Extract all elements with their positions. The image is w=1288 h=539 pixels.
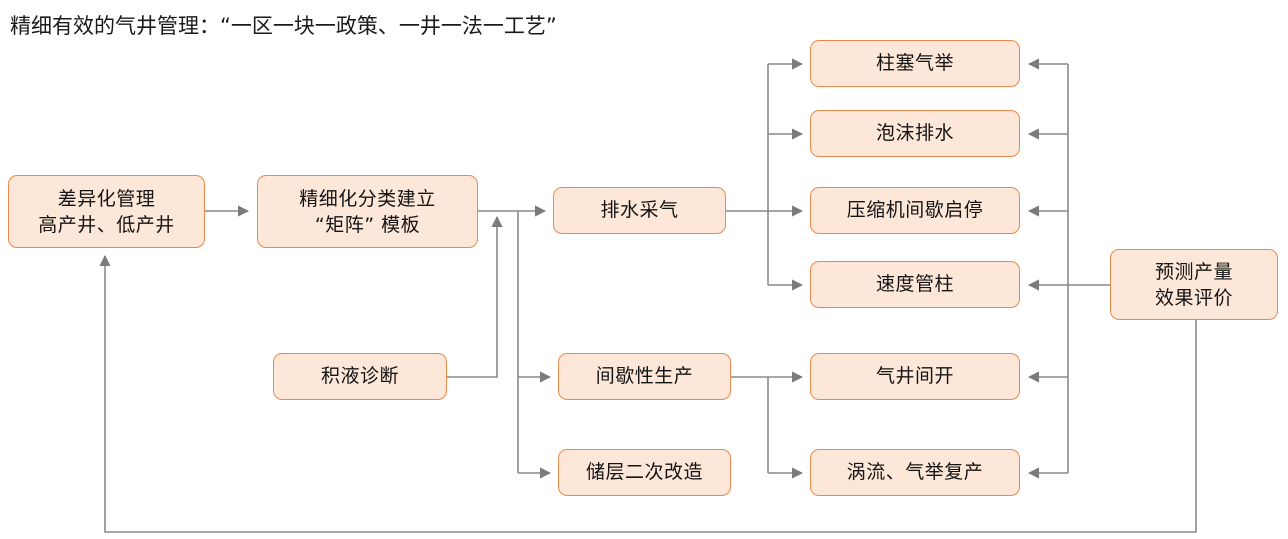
node-gas-well-intermittent-opening[interactable]: 气井间开 [810,353,1020,400]
node-plunger-gas-lift[interactable]: 柱塞气举 [810,40,1020,87]
node-velocity-string[interactable]: 速度管柱 [810,261,1020,308]
node-drainage-gas-recovery[interactable]: 排水采气 [553,187,726,234]
node-liquid-loading-diagnosis[interactable]: 积液诊断 [273,353,447,400]
node-vortex-gaslift-restoration[interactable]: 涡流、气举复产 [810,449,1020,496]
node-production-forecast-evaluation[interactable]: 预测产量 效果评价 [1110,249,1278,320]
node-reservoir-restimulation[interactable]: 储层二次改造 [558,449,731,496]
node-refined-classification-matrix[interactable]: 精细化分类建立 “矩阵” 模板 [257,175,478,248]
node-foam-drainage[interactable]: 泡沫排水 [810,110,1020,157]
page-title: 精细有效的气井管理：“一区一块一政策、一井一法一工艺” [10,14,557,38]
node-intermittent-production[interactable]: 间歇性生产 [558,353,731,400]
node-differentiated-management[interactable]: 差异化管理 高产井、低产井 [8,175,205,248]
node-compressor-intermittent-start-stop[interactable]: 压缩机间歇启停 [810,187,1020,234]
